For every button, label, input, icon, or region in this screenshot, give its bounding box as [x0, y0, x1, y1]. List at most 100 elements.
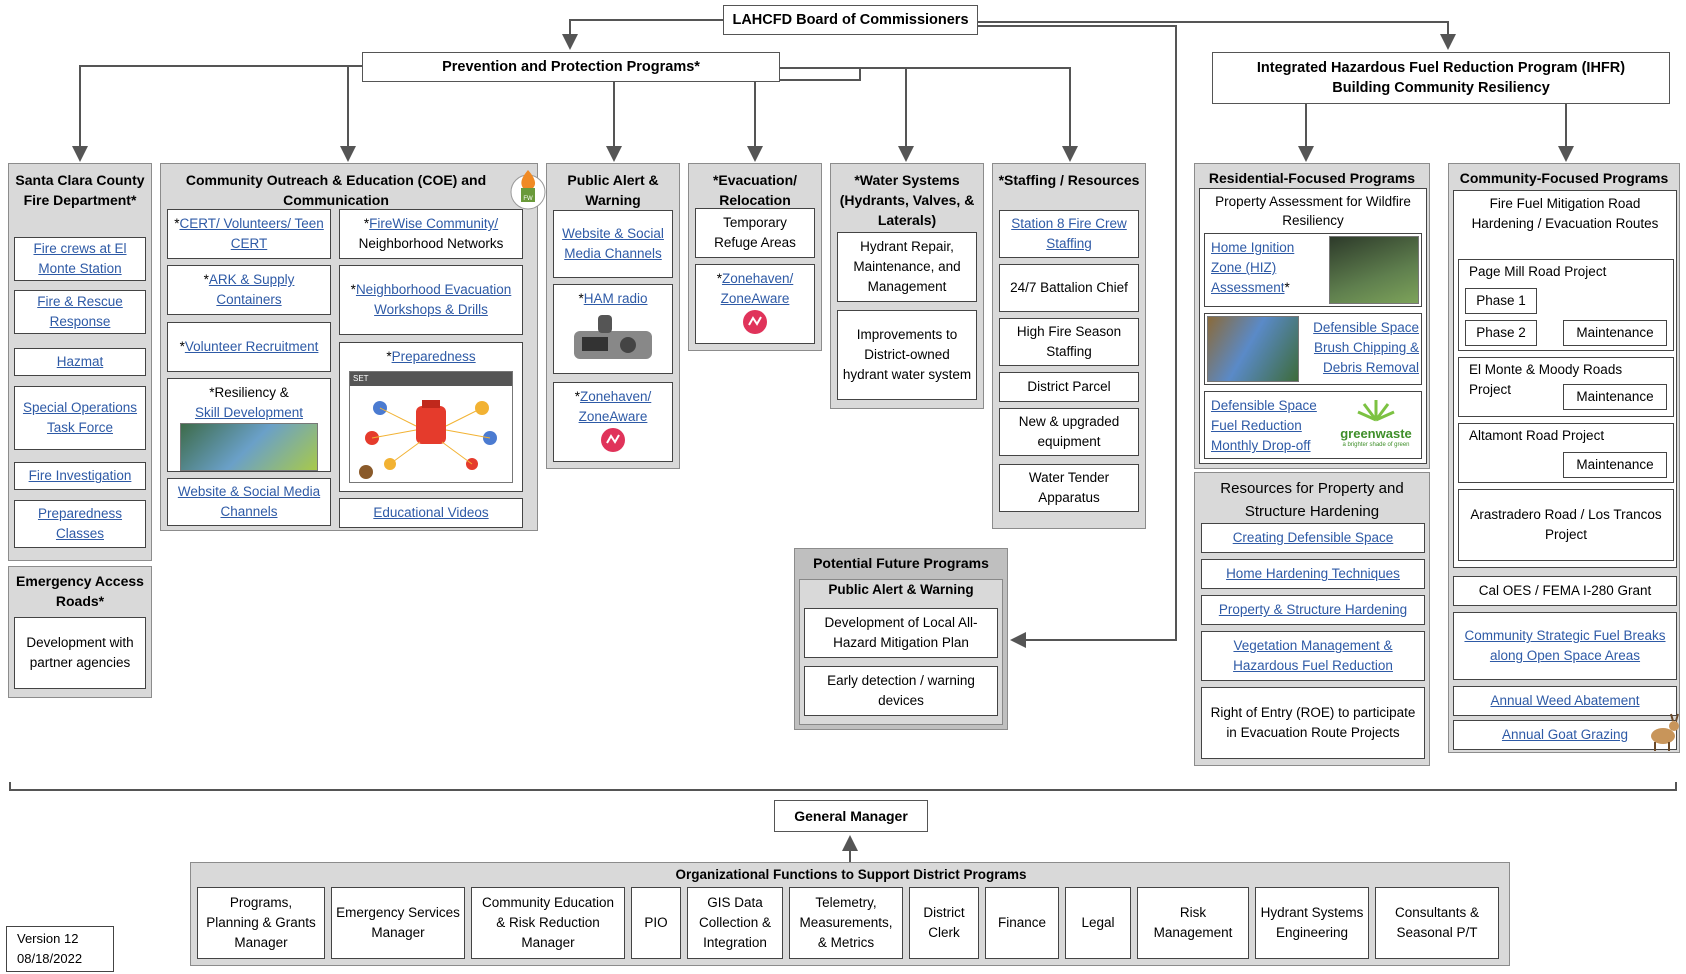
el-monte-box: El Monte & Moody Roads Project Maintenan…	[1458, 357, 1674, 417]
fuel-breaks-link[interactable]: Community Strategic Fuel Breaks along Op…	[1464, 628, 1666, 663]
chipping-photo	[1207, 316, 1299, 382]
resources-head: Resources for Property and Structure Har…	[1220, 480, 1404, 520]
firewise-link[interactable]: FireWise Community/	[369, 216, 499, 231]
org-emergency: Emergency Services Manager	[331, 887, 465, 959]
chipping-box[interactable]: Defensible Space Brush Chipping & Debris…	[1204, 313, 1422, 385]
emergency-roads-head: Emergency Access Roads*	[16, 573, 144, 609]
cal-oes-text: Cal OES / FEMA I-280 Grant	[1478, 583, 1652, 598]
cert-box[interactable]: *CERT/ Volunteers/ Teen CERT	[167, 209, 331, 259]
org-item-text: Hydrant Systems Engineering	[1260, 905, 1364, 940]
hydrant-repair-text: Hydrant Repair, Maintenance, and Managem…	[853, 239, 961, 294]
preparedness-classes-link[interactable]: Preparedness Classes	[14, 500, 146, 548]
version-label: Version 12	[17, 931, 79, 946]
ham-box[interactable]: *HAM radio	[553, 284, 673, 374]
weed-link[interactable]: Annual Weed Abatement	[1490, 693, 1640, 708]
preparedness-link[interactable]: Preparedness	[391, 349, 476, 364]
org-pio: PIO	[631, 887, 681, 959]
ark-box[interactable]: *ARK & Supply Containers	[167, 265, 331, 315]
station8-box[interactable]: Station 8 Fire Crew Staffing	[999, 210, 1139, 258]
skill-development-link[interactable]: Skill Development	[194, 405, 304, 420]
preparedness-classes-text[interactable]: Preparedness Classes	[37, 506, 123, 541]
coe-website-box[interactable]: Website & Social Media Channels	[167, 478, 331, 526]
fire-rescue-text[interactable]: Fire & Rescue Response	[37, 294, 123, 329]
fuel-breaks-box[interactable]: Community Strategic Fuel Breaks along Op…	[1453, 612, 1677, 680]
home-hardening-link[interactable]: Home Hardening Techniques	[1226, 566, 1400, 581]
org-item-text: Consultants & Seasonal P/T	[1394, 905, 1480, 940]
future-inner: Public Alert & Warning Development of Lo…	[799, 579, 1003, 725]
water-column: *Water Systems (Hydrants, Valves, & Late…	[830, 163, 984, 409]
special-ops-text[interactable]: Special Operations Task Force	[22, 400, 138, 435]
pa-zone-link[interactable]: Zonehaven/ ZoneAware	[578, 389, 652, 424]
equipment-text: New & upgraded equipment	[1018, 414, 1120, 449]
resources-link-2[interactable]: Home Hardening Techniques	[1201, 559, 1425, 589]
cert-link[interactable]: CERT/ Volunteers/ Teen CERT	[179, 216, 324, 251]
evac-zone-link[interactable]: Zonehaven/ ZoneAware	[720, 271, 794, 306]
coe-website-link[interactable]: Website & Social Media Channels	[177, 484, 321, 519]
evac-workshops-box[interactable]: *Neighborhood Evacuation Workshops & Dri…	[339, 265, 523, 335]
dropoff-box[interactable]: Defensible Space Fuel Reduction Monthly …	[1204, 391, 1422, 459]
pa-zone-box[interactable]: *Zonehaven/ ZoneAware	[553, 382, 673, 462]
videos-link[interactable]: Educational Videos	[373, 505, 489, 520]
org-community-ed: Community Education & Risk Reduction Man…	[471, 887, 625, 959]
hazmat-link[interactable]: Hazmat	[14, 348, 146, 376]
station8-link[interactable]: Station 8 Fire Crew Staffing	[1011, 216, 1127, 251]
fire-rescue-link[interactable]: Fire & Rescue Response	[14, 290, 146, 334]
ham-link[interactable]: HAM radio	[583, 291, 648, 306]
fire-crews-text[interactable]: Fire crews at El Monte Station	[33, 241, 127, 276]
ark-link[interactable]: ARK & Supply Containers	[208, 272, 295, 307]
resources-link-3[interactable]: Property & Structure Hardening	[1201, 595, 1425, 625]
org-telemetry: Telemetry, Measurements, & Metrics	[789, 887, 903, 959]
altamont-maintenance-box: Maintenance	[1563, 452, 1667, 478]
goat-link[interactable]: Annual Goat Grazing	[1501, 727, 1629, 742]
org-item-text: Telemetry, Measurements, & Metrics	[799, 895, 893, 950]
staffing-head: *Staffing / Resources	[998, 172, 1140, 188]
hiz-link[interactable]: Home Ignition Zone (HIZ) Assessment	[1211, 240, 1295, 295]
fire-crews-link[interactable]: Fire crews at El Monte Station	[14, 237, 146, 281]
roe-text: Right of Entry (ROE) to participate in E…	[1210, 705, 1416, 740]
resiliency-box[interactable]: *Resiliency & Skill Development	[167, 378, 331, 472]
goat-box[interactable]: Annual Goat Grazing	[1453, 720, 1677, 750]
evacuation-column: *Evacuation/ Relocation Temporary Refuge…	[688, 163, 822, 351]
residential-column: Residential-Focused Programs Property As…	[1194, 163, 1430, 469]
vegetation-link[interactable]: Vegetation Management & Hazardous Fuel R…	[1233, 638, 1393, 673]
volunteer-link[interactable]: Volunteer Recruitment	[184, 339, 319, 354]
fire-investigation-text[interactable]: Fire Investigation	[28, 468, 132, 483]
version-box: Version 12 08/18/2022	[6, 926, 114, 972]
hazmat-text[interactable]: Hazmat	[56, 354, 104, 369]
phase1-text: Phase 1	[1476, 293, 1526, 308]
high-fire-text: High Fire Season Staffing	[1016, 324, 1122, 359]
hiz-box[interactable]: Home Ignition Zone (HIZ) Assessment*	[1204, 233, 1422, 307]
structure-hardening-link[interactable]: Property & Structure Hardening	[1218, 602, 1408, 617]
ihfr-line2: Building Community Resiliency	[1332, 80, 1550, 96]
dropoff-link[interactable]: Defensible Space Fuel Reduction Monthly …	[1211, 398, 1317, 453]
pa-website-box[interactable]: Website & Social Media Channels	[553, 210, 673, 278]
volunteer-box[interactable]: *Volunteer Recruitment	[167, 322, 331, 372]
pa-website-link[interactable]: Website & Social Media Channels	[562, 226, 664, 261]
arastradero-text: Arastradero Road / Los Trancos Project	[1470, 507, 1662, 542]
page-mill-box: Page Mill Road Project Phase 1 Phase 2 M…	[1458, 259, 1674, 351]
videos-box[interactable]: Educational Videos	[339, 498, 523, 528]
training-photo	[180, 423, 318, 471]
resiliency-text: Resiliency &	[214, 385, 289, 400]
org-gis: GIS Data Collection & Integration	[687, 887, 783, 959]
fire-investigation-link[interactable]: Fire Investigation	[14, 462, 146, 490]
page-mill-maintenance-box: Maintenance	[1563, 320, 1667, 346]
special-ops-link[interactable]: Special Operations Task Force	[14, 386, 146, 450]
resources-link-4[interactable]: Vegetation Management & Hazardous Fuel R…	[1201, 631, 1425, 681]
evac-zone-box[interactable]: *Zonehaven/ ZoneAware	[695, 264, 815, 344]
early-detection-box: Early detection / warning devices	[804, 666, 998, 716]
evac-workshops-link[interactable]: Neighborhood Evacuation Workshops & Dril…	[355, 282, 512, 317]
resources-link-1[interactable]: Creating Defensible Space	[1201, 523, 1425, 553]
board-label: LAHCFD Board of Commissioners	[732, 12, 969, 28]
early-detection-text: Early detection / warning devices	[827, 673, 975, 708]
svg-text:FW: FW	[523, 196, 533, 202]
gm-label: General Manager	[794, 808, 908, 824]
firewise-box[interactable]: *FireWise Community/Neighborhood Network…	[339, 209, 523, 259]
weed-box[interactable]: Annual Weed Abatement	[1453, 686, 1677, 716]
creating-defensible-link[interactable]: Creating Defensible Space	[1232, 530, 1394, 545]
org-item-text: Risk Management	[1153, 905, 1233, 940]
chipping-link[interactable]: Defensible Space Brush Chipping & Debris…	[1313, 320, 1419, 375]
org-hydrant: Hydrant Systems Engineering	[1255, 887, 1369, 959]
preparedness-box[interactable]: *Preparedness SET	[339, 342, 523, 492]
